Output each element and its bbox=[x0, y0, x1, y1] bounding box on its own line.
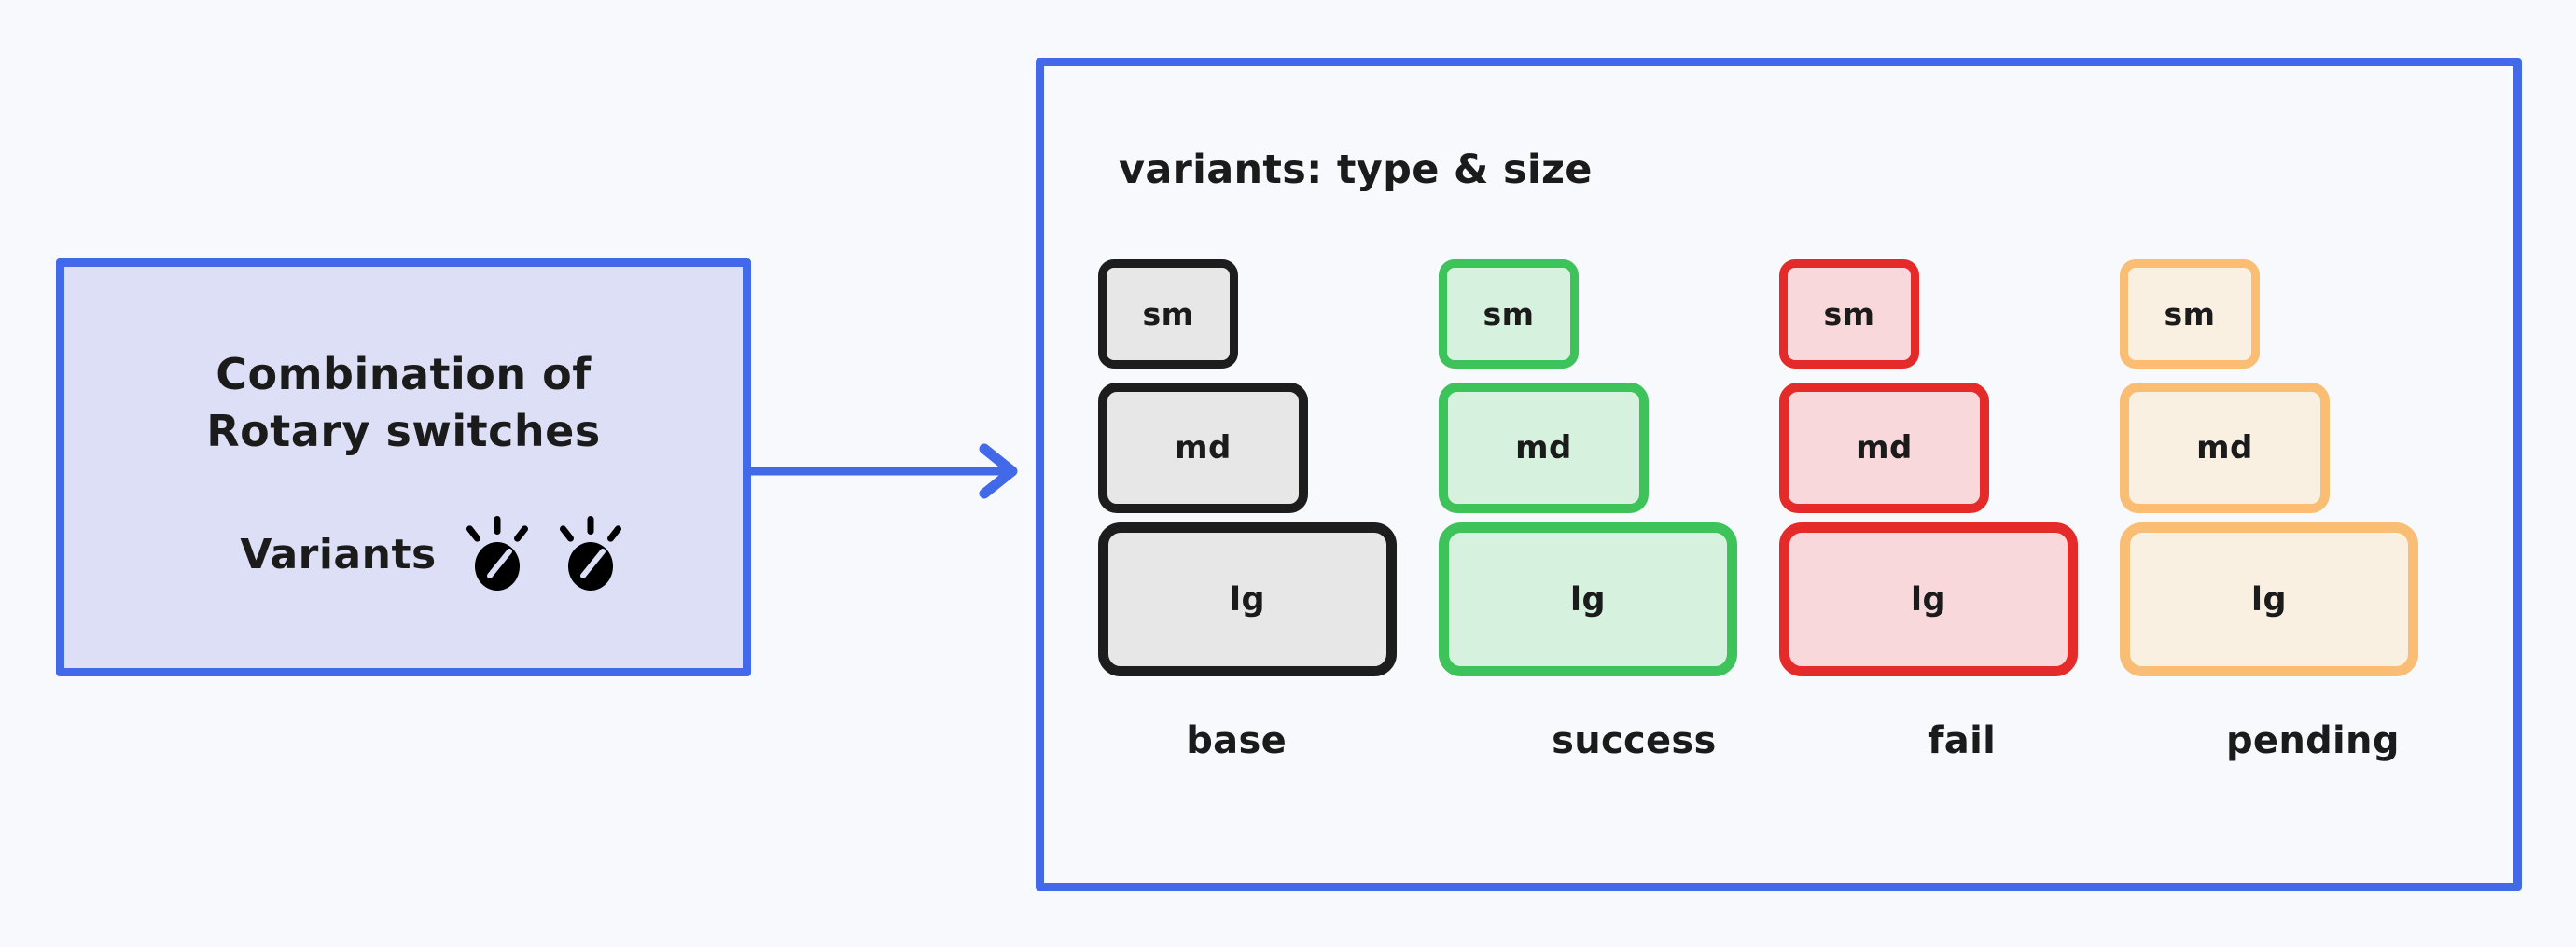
chip-slot-fail-sm: sm bbox=[1779, 239, 2120, 369]
chip-slot-success-lg: lg bbox=[1439, 513, 1779, 676]
concept-title-line-2: Rotary switches bbox=[206, 406, 601, 456]
panel-title: variants: type & size bbox=[1119, 146, 1593, 193]
variant-column-success: sm md lg bbox=[1439, 239, 1779, 676]
rotary-knob-icon-2 bbox=[558, 515, 623, 594]
variant-column-labels: base success fail pending bbox=[1098, 719, 2460, 762]
variants-row: Variants bbox=[184, 515, 623, 594]
chip-slot-pending-lg: lg bbox=[2120, 513, 2460, 676]
chip-pending-sm[interactable]: sm bbox=[2120, 259, 2260, 369]
chip-slot-pending-sm: sm bbox=[2120, 239, 2460, 369]
chip-slot-fail-md: md bbox=[1779, 369, 2120, 513]
flow-arrow-icon bbox=[746, 443, 1018, 499]
concept-title: Combination of Rotary switches bbox=[206, 346, 600, 459]
chip-base-lg[interactable]: lg bbox=[1098, 522, 1397, 676]
chip-fail-md[interactable]: md bbox=[1779, 383, 1989, 513]
variants-label: Variants bbox=[240, 531, 437, 579]
chip-fail-lg[interactable]: lg bbox=[1779, 522, 2078, 676]
chip-fail-sm[interactable]: sm bbox=[1779, 259, 1919, 369]
variant-column-fail: sm md lg bbox=[1779, 239, 2120, 676]
chip-success-lg[interactable]: lg bbox=[1439, 522, 1737, 676]
chip-success-md[interactable]: md bbox=[1439, 383, 1649, 513]
column-label-fail: fail bbox=[1928, 719, 1997, 762]
chip-pending-md[interactable]: md bbox=[2120, 383, 2330, 513]
chip-slot-pending-md: md bbox=[2120, 369, 2460, 513]
chip-base-md[interactable]: md bbox=[1098, 383, 1308, 513]
chip-slot-success-md: md bbox=[1439, 369, 1779, 513]
variant-chip-grid: sm md lg sm md lg bbox=[1098, 239, 2460, 676]
chip-slot-base-lg: lg bbox=[1098, 513, 1439, 676]
rotary-knob-icon-1 bbox=[465, 515, 530, 594]
column-label-pending: pending bbox=[2225, 719, 2400, 762]
concept-title-line-1: Combination of bbox=[216, 349, 592, 400]
chip-slot-fail-lg: lg bbox=[1779, 513, 2120, 676]
chip-slot-base-md: md bbox=[1098, 369, 1439, 513]
concept-box: Combination of Rotary switches Variants bbox=[56, 258, 751, 676]
chip-pending-lg[interactable]: lg bbox=[2120, 522, 2418, 676]
chip-slot-base-sm: sm bbox=[1098, 239, 1439, 369]
column-label-base: base bbox=[1186, 719, 1287, 762]
chip-success-sm[interactable]: sm bbox=[1439, 259, 1579, 369]
variant-column-base: sm md lg bbox=[1098, 239, 1439, 676]
variants-panel: variants: type & size sm md lg sm bbox=[1036, 58, 2522, 891]
chip-slot-success-sm: sm bbox=[1439, 239, 1779, 369]
variant-column-pending: sm md lg bbox=[2120, 239, 2460, 676]
column-label-success: success bbox=[1552, 719, 1717, 762]
chip-base-sm[interactable]: sm bbox=[1098, 259, 1238, 369]
